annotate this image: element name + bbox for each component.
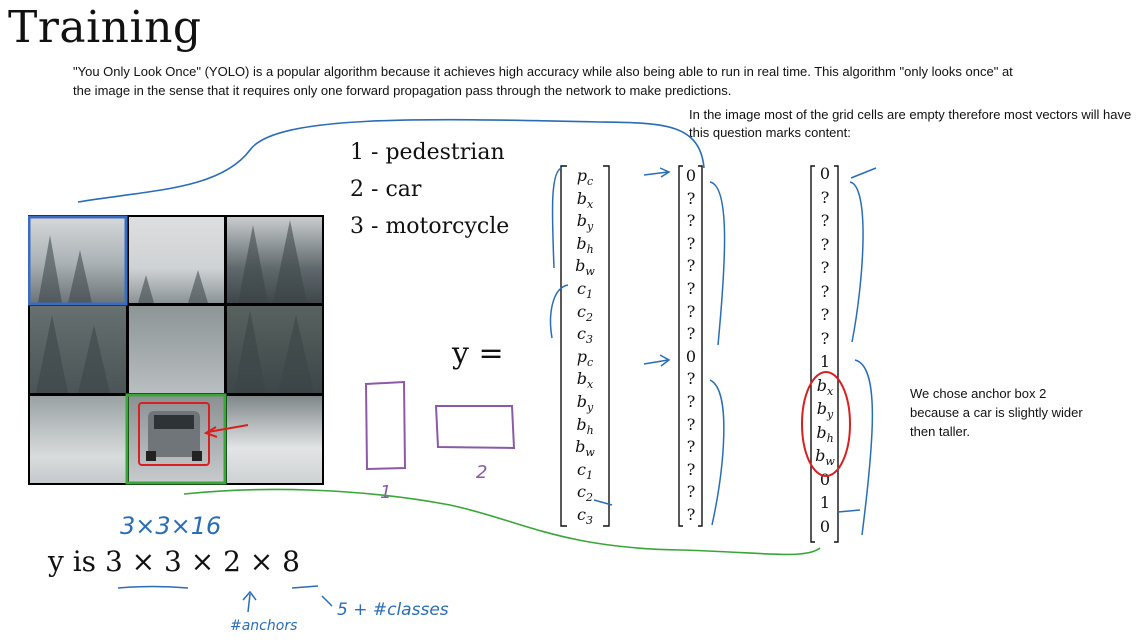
vector-entry: 1 xyxy=(819,352,831,371)
y-equals-label: y = xyxy=(452,336,504,371)
vector-entry: bw xyxy=(815,446,835,469)
vector-entry: pc xyxy=(576,166,594,189)
vector-entry: ? xyxy=(686,211,696,231)
vector-entry: c3 xyxy=(577,324,593,347)
vector-entry: 0 xyxy=(819,469,831,489)
red-ellipse-highlight xyxy=(801,371,851,477)
output-shape-formula: y is 3 × 3 × 2 × 8 xyxy=(48,545,300,578)
vector-entry: ? xyxy=(686,301,696,321)
vector-entry: ? xyxy=(686,414,696,434)
vector-brackets xyxy=(560,165,610,527)
grid-overlay xyxy=(28,215,314,485)
vector-entry: ? xyxy=(686,437,696,457)
vector-entry: ? xyxy=(686,505,696,524)
vector-entry: ? xyxy=(686,324,696,344)
anchor-box-1-sketch xyxy=(364,380,407,471)
vector-entry: pc xyxy=(576,346,594,369)
vector-entry: ? xyxy=(820,281,830,301)
vector-entry: 1 xyxy=(819,493,831,512)
vector-entry: ? xyxy=(686,279,696,298)
green-connector-curve xyxy=(183,488,821,556)
class-name: car xyxy=(385,177,422,202)
class-number: 3 - xyxy=(350,214,379,239)
vector-entry: ? xyxy=(820,328,830,348)
vector-entry: ? xyxy=(820,258,830,277)
vector-entry: 0 xyxy=(819,516,831,536)
empty-cell-vector: 0???????0??????? xyxy=(676,160,706,530)
blue-connector-curve xyxy=(77,118,705,203)
vector-entry: 0 xyxy=(819,164,831,183)
vector-entry: c3 xyxy=(577,505,593,528)
vector-entry: ? xyxy=(686,369,696,389)
vector-entry: bx xyxy=(576,369,594,392)
vector-brackets xyxy=(810,165,839,543)
grid-image xyxy=(28,215,324,485)
blue-grid-cell-box xyxy=(28,215,128,306)
page-title: Training xyxy=(8,2,202,53)
vector-entry: bx xyxy=(816,375,834,398)
class-number: 1 - xyxy=(350,140,379,165)
vector-entry: bw xyxy=(575,437,595,460)
vector-brackets xyxy=(678,165,703,527)
vector-entry: bx xyxy=(576,188,594,211)
handwritten-anchor-2: 2 xyxy=(476,462,488,483)
vector-entry: ? xyxy=(686,392,696,411)
vector-entry: bh xyxy=(576,414,594,437)
class-item-pedestrian: 1 - pedestrian xyxy=(350,140,505,165)
intro-paragraph: "You Only Look Once" (YOLO) is a popular… xyxy=(73,64,1013,98)
handwritten-classes-label: 5 + #classes xyxy=(337,600,449,620)
class-number: 2 - xyxy=(350,177,379,202)
anchor-box-2-sketch xyxy=(434,405,516,450)
vector-entry: bw xyxy=(575,256,595,279)
vector-entry: 0 xyxy=(685,346,697,366)
class-name: pedestrian xyxy=(385,140,505,165)
note-anchor-box: We chose anchor box 2 because a car is s… xyxy=(910,386,1083,439)
note-empty-cells: In the image most of the grid cells are … xyxy=(689,107,1132,140)
vector-entry: ? xyxy=(686,256,696,276)
vector-entry: ? xyxy=(686,188,696,208)
handwritten-grid-size: 3×3×16 xyxy=(120,512,222,540)
handwritten-anchors-label: #anchors xyxy=(230,618,298,634)
class-item-car: 2 - car xyxy=(350,177,421,202)
vector-entry: by xyxy=(576,211,594,234)
vector-entry: c1 xyxy=(577,459,593,482)
vector-entry: by xyxy=(816,399,834,422)
vector-entry: c2 xyxy=(577,301,593,324)
vector-entry: bh xyxy=(576,233,594,256)
vector-entry: by xyxy=(576,392,594,415)
class-name: motorcycle xyxy=(385,214,510,239)
vector-entry: ? xyxy=(686,233,696,253)
vector-entry: ? xyxy=(686,459,696,479)
vector-entry: c1 xyxy=(577,279,593,302)
vector-entry: ? xyxy=(820,187,830,207)
vector-entry: ? xyxy=(820,234,830,254)
vector-entry: ? xyxy=(820,305,830,324)
vector-entry: ? xyxy=(820,211,830,230)
green-grid-cell-box xyxy=(125,393,227,485)
vector-entry: c2 xyxy=(577,482,593,505)
vector-entry: bh xyxy=(816,422,834,445)
handwritten-anchor-1: 1 xyxy=(380,482,392,503)
vector-entry: ? xyxy=(686,482,696,502)
vector-entry: 0 xyxy=(685,166,697,185)
class-item-motorcycle: 3 - motorcycle xyxy=(350,214,509,239)
